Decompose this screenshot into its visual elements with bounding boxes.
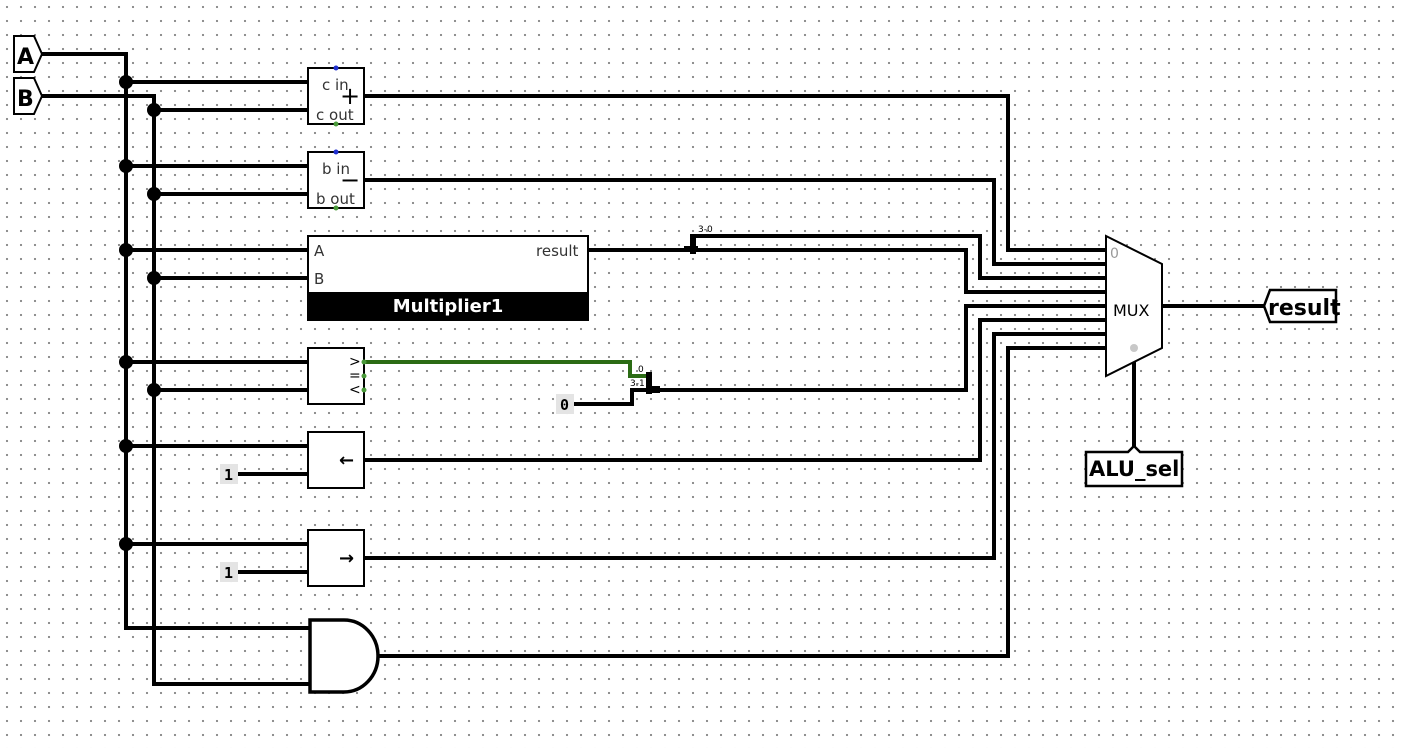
splitter-comparator-low-label: 0 bbox=[638, 365, 644, 375]
junctions bbox=[119, 75, 161, 551]
wire-sub-mux bbox=[362, 178, 1110, 266]
subtractor-minus-icon: − bbox=[340, 166, 360, 194]
multiplexer-label: MUX bbox=[1113, 301, 1150, 320]
comparator-lt-label: < bbox=[349, 382, 361, 398]
input-pin-alu-sel[interactable]: ALU_sel bbox=[1084, 444, 1184, 488]
multiplexer[interactable]: 0 MUX bbox=[1105, 234, 1163, 378]
splitter-comparator-high-label: 3-1 bbox=[630, 379, 645, 389]
junction-dot bbox=[147, 271, 161, 285]
output-pin-result-label: result bbox=[1268, 296, 1341, 321]
junction-dot bbox=[119, 537, 133, 551]
junction-dot bbox=[119, 75, 133, 89]
junction-dot bbox=[147, 383, 161, 397]
splitter-multiplier-low-label: 3-0 bbox=[698, 225, 713, 235]
wire-a bbox=[40, 52, 312, 630]
wires bbox=[40, 52, 1266, 686]
adder-cout-label: c out bbox=[316, 106, 354, 124]
junction-dot bbox=[119, 243, 133, 257]
wire-cmp-mux bbox=[650, 304, 1110, 392]
shift-left-arrow-icon: ← bbox=[339, 450, 354, 471]
multiplexer-enable-dot bbox=[1130, 344, 1138, 352]
subtractor-bout-label: b out bbox=[316, 190, 355, 208]
adder-cin-label: c in bbox=[322, 76, 349, 94]
and-gate[interactable] bbox=[308, 618, 380, 694]
constant-zero[interactable]: 0 bbox=[556, 394, 574, 414]
splitter-comparator[interactable]: 0 3-1 bbox=[630, 365, 660, 394]
adder[interactable]: c in c out + bbox=[307, 65, 365, 127]
shift-right-arrow-icon: → bbox=[339, 548, 354, 569]
multiplier-input-b-label: B bbox=[314, 270, 324, 288]
splitter-multiplier[interactable]: 3-0 7-4 bbox=[684, 225, 713, 254]
constant-one-shift-left-label: 1 bbox=[224, 466, 233, 484]
input-pin-b[interactable]: B bbox=[13, 77, 44, 115]
wire-shr-mux bbox=[362, 332, 1110, 560]
constant-one-shift-right[interactable]: 1 bbox=[220, 562, 238, 582]
constant-one-shift-left[interactable]: 1 bbox=[220, 464, 238, 484]
constant-zero-label: 0 bbox=[560, 396, 569, 414]
junction-dot bbox=[119, 355, 133, 369]
input-pin-b-label: B bbox=[17, 87, 34, 112]
constant-one-shift-right-label: 1 bbox=[224, 564, 233, 582]
comparator-eq-label: = bbox=[349, 368, 361, 384]
wire-shl-mux bbox=[362, 318, 1110, 462]
wire-and-mux bbox=[376, 346, 1110, 658]
multiplier-output-label: result bbox=[536, 242, 579, 260]
input-pin-alu-sel-label: ALU_sel bbox=[1089, 457, 1179, 481]
shift-left[interactable]: ← bbox=[307, 431, 365, 489]
multiplexer-port0-label: 0 bbox=[1110, 246, 1119, 262]
junction-dot bbox=[147, 187, 161, 201]
wire-adder-mux bbox=[362, 94, 1110, 252]
comparator-gt-label: > bbox=[349, 354, 361, 370]
multiplier[interactable]: A B result Multiplier1 bbox=[307, 235, 589, 321]
input-pin-a[interactable]: A bbox=[13, 35, 44, 73]
input-pin-a-label: A bbox=[17, 45, 34, 70]
output-pin-result[interactable]: result bbox=[1262, 288, 1341, 324]
splitter-multiplier-high-label: 7-4 bbox=[698, 239, 713, 249]
junction-dot bbox=[119, 159, 133, 173]
multiplier-input-a-label: A bbox=[314, 242, 325, 260]
subtractor-bin-label: b in bbox=[322, 160, 350, 178]
wire-const-cmp bbox=[572, 388, 650, 406]
wire-split-high bbox=[692, 248, 1110, 294]
wire-cmp-split bbox=[362, 360, 650, 378]
shift-right[interactable]: → bbox=[307, 529, 365, 587]
wire-split-low bbox=[692, 234, 1110, 280]
multiplier-name: Multiplier1 bbox=[393, 296, 504, 317]
adder-plus-icon: + bbox=[340, 82, 360, 110]
comparator[interactable]: > = < bbox=[307, 347, 367, 405]
junction-dot bbox=[119, 439, 133, 453]
subtractor[interactable]: b in b out − bbox=[307, 149, 365, 211]
junction-dot bbox=[147, 103, 161, 117]
